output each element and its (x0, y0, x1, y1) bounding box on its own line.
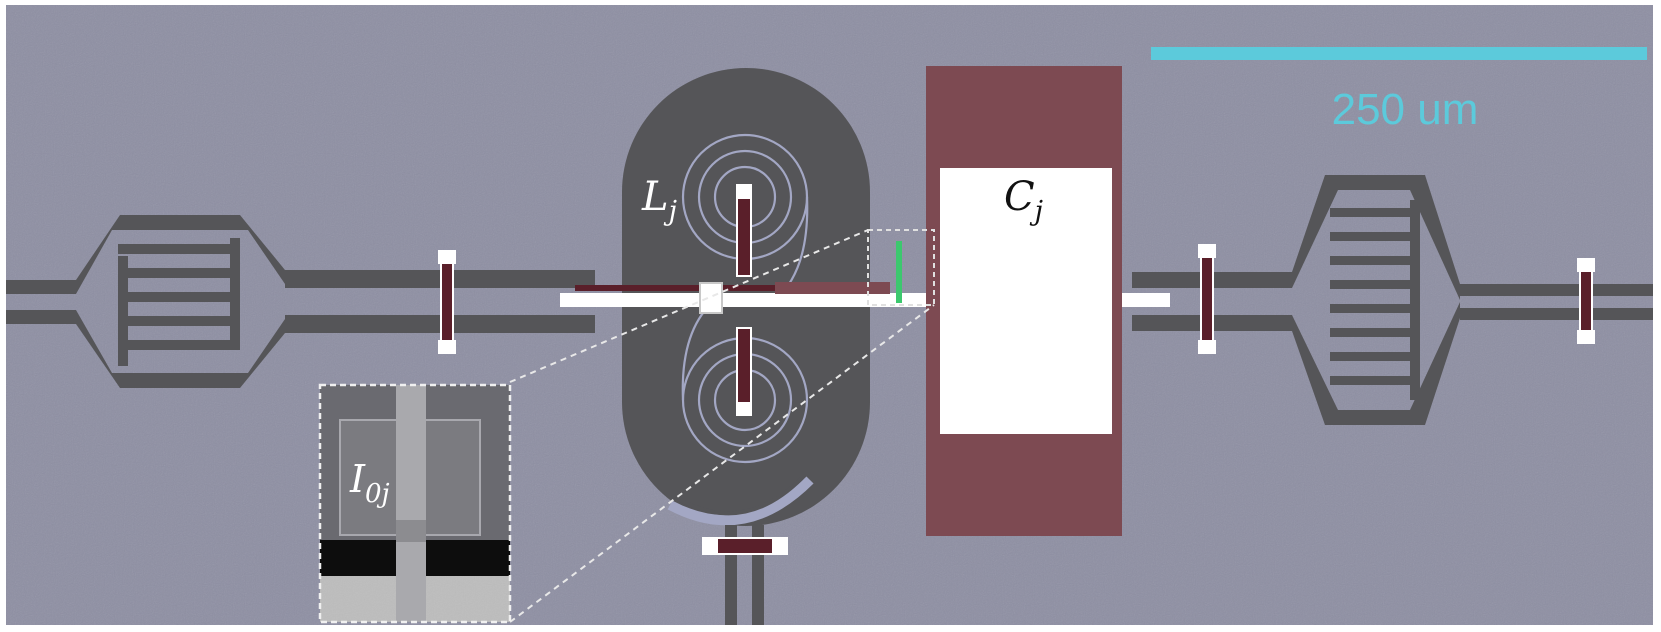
ground-arc (667, 476, 814, 526)
scale-bar-label: 250 um (1332, 85, 1479, 134)
inductor-label: Lj (641, 174, 677, 227)
left-interdigital-capacitor (118, 238, 240, 366)
inductor-bridge-bottom (736, 327, 752, 416)
capacitor-electrode (940, 168, 1112, 434)
left-air-bridge (438, 250, 456, 354)
zoom-line-bottom (509, 304, 935, 623)
junction-highlight (896, 241, 902, 303)
right-air-bridge-2 (1577, 258, 1595, 344)
zoom-source-box (867, 229, 935, 306)
current-label: I0j (349, 457, 390, 509)
zoom-inset (318, 383, 512, 624)
capacitor-label: Cj (1004, 174, 1043, 227)
zoom-line-top (509, 229, 869, 383)
bottom-air-bridge (702, 537, 788, 555)
scale-bar (1151, 47, 1647, 60)
inductor-bridge-top (736, 184, 752, 277)
right-interdigital-capacitor (1330, 200, 1420, 400)
right-air-bridge-1 (1198, 244, 1216, 354)
